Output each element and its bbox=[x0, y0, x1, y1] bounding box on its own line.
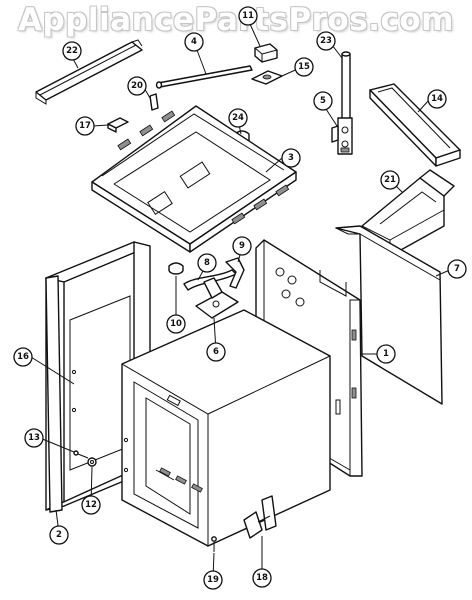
callout-3: 3 bbox=[281, 148, 301, 168]
svg-text:17: 17 bbox=[79, 121, 91, 131]
part-5-valve bbox=[331, 117, 353, 155]
part-13-screw bbox=[73, 450, 89, 459]
svg-text:13: 13 bbox=[28, 433, 40, 443]
callout-18: 18 bbox=[252, 568, 272, 588]
part-18-hinge bbox=[243, 495, 277, 539]
part-10-cap bbox=[168, 262, 184, 275]
svg-text:2: 2 bbox=[56, 530, 62, 540]
part-22-bracket bbox=[35, 39, 143, 105]
svg-text:16: 16 bbox=[17, 352, 29, 362]
part-17-clamp bbox=[107, 117, 129, 133]
callout-5: 5 bbox=[313, 91, 333, 111]
svg-text:12: 12 bbox=[85, 500, 97, 510]
part-7-rear-panel bbox=[335, 225, 443, 405]
callout-11: 11 bbox=[238, 6, 258, 26]
part-3-base-pan bbox=[91, 105, 297, 253]
callout-4: 4 bbox=[184, 32, 204, 52]
part-4-rod bbox=[155, 65, 253, 89]
callout-12: 12 bbox=[81, 495, 101, 515]
svg-text:15: 15 bbox=[298, 62, 310, 72]
part-15-plate bbox=[251, 70, 283, 85]
svg-text:11: 11 bbox=[242, 11, 254, 21]
callout-14: 14 bbox=[427, 89, 447, 109]
svg-text:14: 14 bbox=[431, 94, 443, 104]
watermark: AppliancePartsPros.com bbox=[18, 2, 454, 38]
svg-text:22: 22 bbox=[66, 46, 78, 56]
svg-text:7: 7 bbox=[454, 264, 460, 274]
part-11-clip bbox=[254, 43, 278, 63]
svg-text:18: 18 bbox=[256, 573, 268, 583]
callout-20: 20 bbox=[127, 76, 147, 96]
part-2-front-strip bbox=[45, 275, 63, 513]
svg-text:21: 21 bbox=[384, 175, 396, 185]
svg-text:6: 6 bbox=[213, 347, 219, 357]
svg-text:24: 24 bbox=[232, 113, 244, 123]
callout-13: 13 bbox=[24, 428, 44, 448]
callout-16: 16 bbox=[13, 347, 33, 367]
part-9-clip bbox=[225, 257, 245, 289]
part-20-bracket bbox=[149, 93, 159, 111]
callout-1: 1 bbox=[376, 344, 396, 364]
callout-7: 7 bbox=[447, 259, 467, 279]
part-21-tray bbox=[361, 169, 455, 257]
callout-19: 19 bbox=[203, 570, 223, 590]
svg-text:9: 9 bbox=[239, 241, 245, 251]
callout-9: 9 bbox=[232, 236, 252, 256]
svg-text:1: 1 bbox=[383, 349, 389, 359]
svg-text:3: 3 bbox=[288, 153, 294, 163]
part-12-grommet bbox=[87, 457, 97, 467]
callout-24: 24 bbox=[228, 108, 248, 128]
callout-10: 10 bbox=[166, 314, 186, 334]
callout-6: 6 bbox=[206, 342, 226, 362]
part-19-screw bbox=[211, 536, 217, 552]
svg-text:20: 20 bbox=[131, 81, 143, 91]
callout-22: 22 bbox=[62, 41, 82, 61]
svg-text:19: 19 bbox=[207, 575, 219, 585]
callout-17: 17 bbox=[75, 116, 95, 136]
callout-21: 21 bbox=[380, 170, 400, 190]
part-6-oven-cavity bbox=[121, 309, 331, 547]
part-23-tube bbox=[341, 51, 351, 125]
svg-text:10: 10 bbox=[170, 319, 182, 329]
svg-text:8: 8 bbox=[204, 258, 210, 268]
callout-15: 15 bbox=[294, 57, 314, 77]
callout-2: 2 bbox=[49, 525, 69, 545]
part-6-burner-bracket bbox=[195, 277, 239, 319]
callout-8: 8 bbox=[197, 253, 217, 273]
svg-text:23: 23 bbox=[320, 36, 332, 46]
svg-text:5: 5 bbox=[320, 96, 326, 106]
part-14-burner-channel bbox=[369, 83, 461, 167]
svg-text:4: 4 bbox=[191, 37, 197, 47]
callout-23: 23 bbox=[316, 31, 336, 51]
